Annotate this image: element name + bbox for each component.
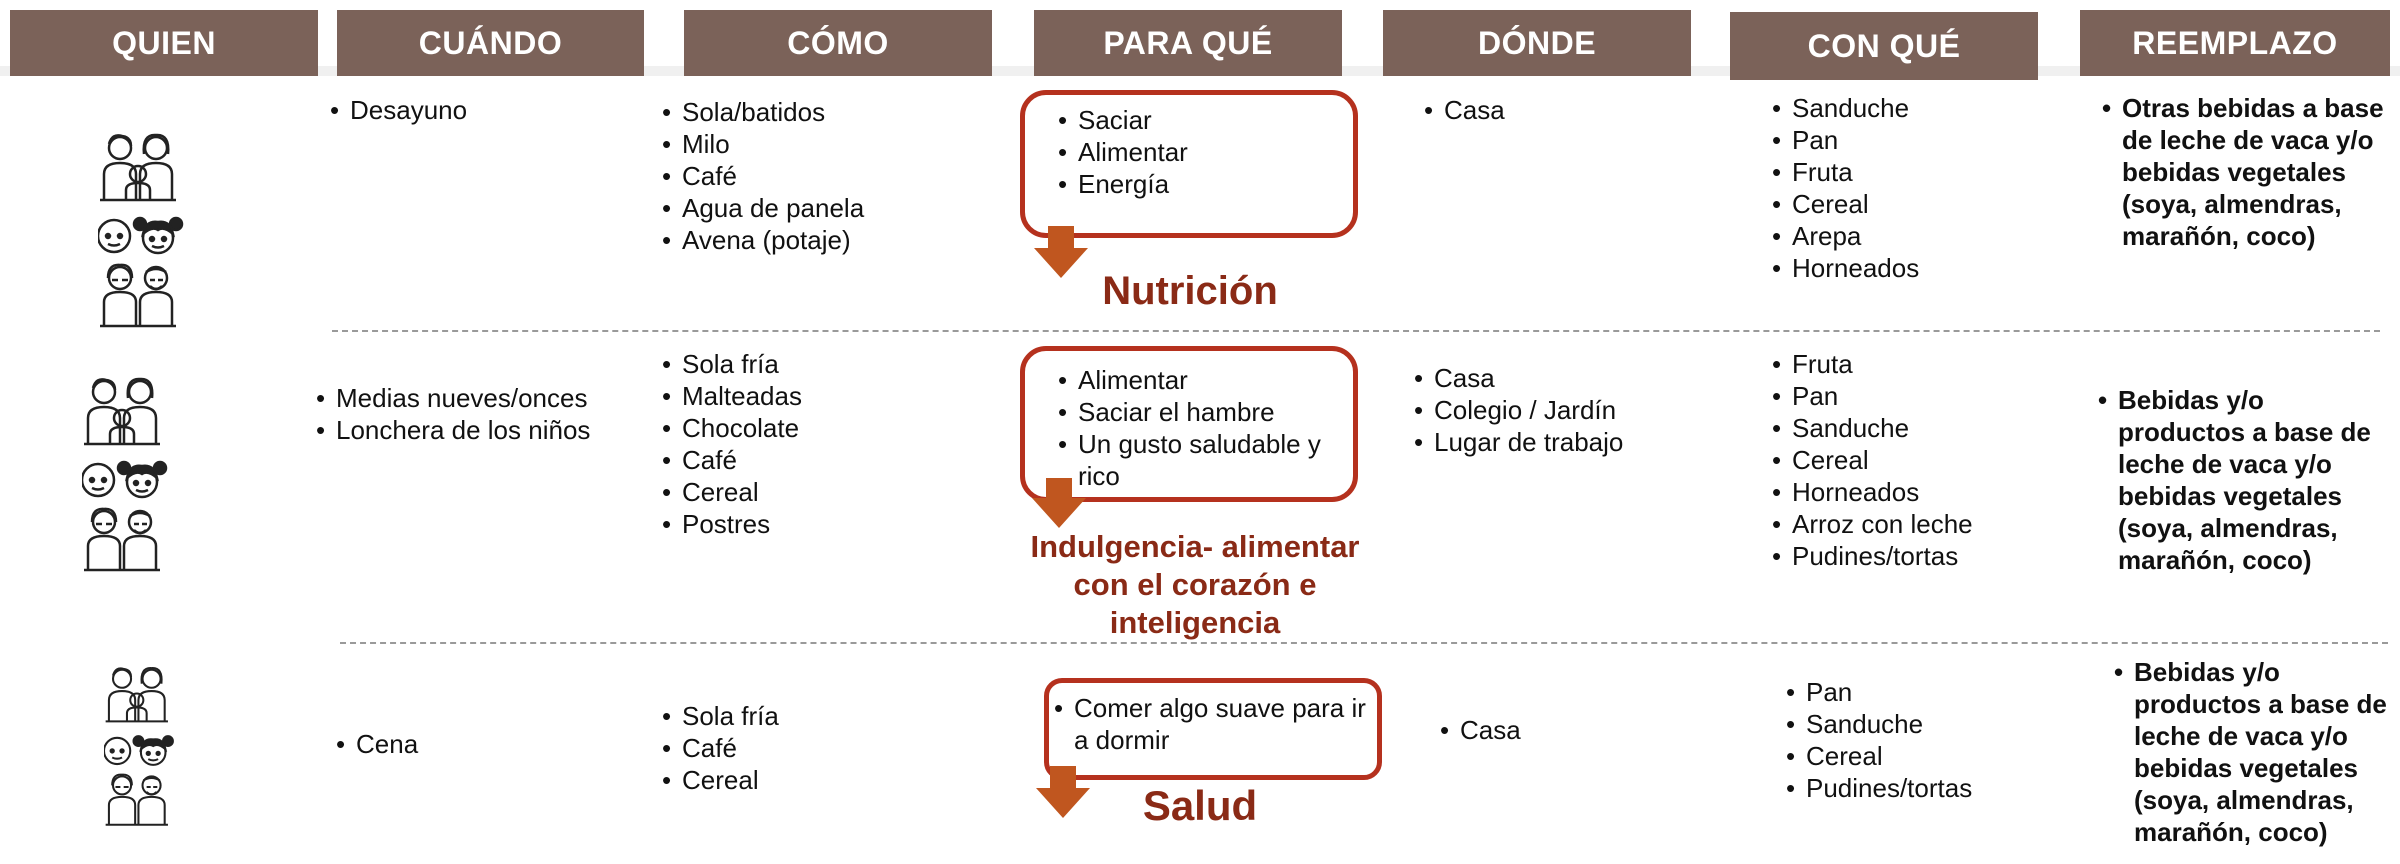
people-illustration — [82, 377, 168, 572]
list-item: Pudines/tortas — [1784, 772, 2084, 804]
list-item: Alimentar — [1056, 364, 1328, 396]
list-item: Desayuno — [328, 94, 628, 126]
list-item: Alimentar — [1056, 136, 1346, 168]
list-item: Cereal — [1770, 188, 2070, 220]
list-item: Agua de panela — [660, 192, 980, 224]
list-item: Arepa — [1770, 220, 2070, 252]
list-item: Avena (potaje) — [660, 224, 980, 256]
list-item: Otras bebidas a base de leche de vaca y/… — [2100, 92, 2390, 252]
list-item: Colegio / Jardín — [1412, 394, 1732, 426]
cuando-list: Cena — [334, 728, 634, 760]
list-item: Cereal — [1770, 444, 2090, 476]
list-item: Cereal — [660, 476, 980, 508]
para-que-list: Alimentar Saciar el hambre Un gusto salu… — [1056, 364, 1328, 492]
list-item: Sola/batidos — [660, 96, 980, 128]
list-item: Saciar — [1056, 104, 1346, 136]
list-item: Bebidas y/o productos a base de leche de… — [2096, 384, 2386, 576]
list-item: Cena — [334, 728, 634, 760]
list-item: Bebidas y/o productos a base de leche de… — [2112, 656, 2392, 848]
para-que-list: Comer algo suave para ir a dormir — [1052, 692, 1378, 756]
list-item: Café — [660, 732, 980, 764]
list-item: Sanduche — [1784, 708, 2084, 740]
list-item: Sola fría — [660, 348, 980, 380]
list-item: Chocolate — [660, 412, 980, 444]
como-list: Sola fría Café Cereal — [660, 700, 980, 796]
con-que-list: Pan Sanduche Cereal Pudines/tortas — [1784, 676, 2084, 804]
list-item: Arroz con leche — [1770, 508, 2090, 540]
list-item: Casa — [1422, 94, 1722, 126]
down-arrow-icon — [1036, 766, 1090, 818]
category-label: Nutrición — [1102, 269, 1278, 313]
down-arrow-icon — [1034, 226, 1088, 278]
people-illustration — [98, 133, 184, 328]
list-item: Lugar de trabajo — [1412, 426, 1732, 458]
cuando-list: Medias nueves/onces Lonchera de los niño… — [314, 382, 634, 446]
con-que-list: Fruta Pan Sanduche Cereal Horneados Arro… — [1770, 348, 2090, 572]
list-item: Casa — [1438, 714, 1738, 746]
list-item: Pan — [1770, 124, 2070, 156]
category-label: Salud — [1142, 782, 1258, 829]
list-item: Casa — [1412, 362, 1732, 394]
cuando-list: Desayuno — [328, 94, 628, 126]
list-item: Comer algo suave para ir a dormir — [1052, 692, 1378, 756]
list-item: Fruta — [1770, 156, 2070, 188]
list-item: Horneados — [1770, 476, 2090, 508]
header-donde: DÓNDE — [1383, 10, 1691, 76]
header-quien: QUIEN — [10, 10, 318, 76]
list-item: Energía — [1056, 168, 1346, 200]
row-divider — [332, 330, 2380, 332]
list-item: Fruta — [1770, 348, 2090, 380]
list-item: Saciar el hambre — [1056, 396, 1328, 428]
header-como: CÓMO — [684, 10, 992, 76]
list-item: Sola fría — [660, 700, 980, 732]
header-cuando: CUÁNDO — [337, 10, 644, 76]
header-con-que: CON QUÉ — [1730, 12, 2038, 80]
list-item: Horneados — [1770, 252, 2070, 284]
down-arrow-icon — [1032, 478, 1086, 528]
list-item: Malteadas — [660, 380, 980, 412]
list-item: Café — [660, 160, 980, 192]
list-item: Un gusto saludable y rico — [1056, 428, 1328, 492]
category-label: Indulgencia- alimentar con el corazón e … — [1030, 529, 1360, 640]
list-item: Cereal — [660, 764, 980, 796]
list-item: Milo — [660, 128, 980, 160]
como-list: Sola fría Malteadas Chocolate Café Cerea… — [660, 348, 980, 540]
donde-list: Casa Colegio / Jardín Lugar de trabajo — [1412, 362, 1732, 458]
list-item: Sanduche — [1770, 412, 2090, 444]
reemplazo-text: Otras bebidas a base de leche de vaca y/… — [2100, 92, 2390, 252]
list-item: Postres — [660, 508, 980, 540]
list-item: Pan — [1784, 676, 2084, 708]
para-que-list: Saciar Alimentar Energía — [1056, 104, 1346, 200]
donde-list: Casa — [1422, 94, 1722, 126]
row-divider — [340, 642, 2388, 644]
list-item: Sanduche — [1770, 92, 2070, 124]
con-que-list: Sanduche Pan Fruta Cereal Arepa Horneado… — [1770, 92, 2070, 284]
list-item: Cereal — [1784, 740, 2084, 772]
header-para-que: PARA QUÉ — [1034, 10, 1342, 76]
list-item: Café — [660, 444, 980, 476]
list-item: Lonchera de los niños — [314, 414, 634, 446]
donde-list: Casa — [1438, 714, 1738, 746]
people-illustration — [104, 667, 174, 826]
reemplazo-text: Bebidas y/o productos a base de leche de… — [2096, 384, 2386, 576]
como-list: Sola/batidos Milo Café Agua de panela Av… — [660, 96, 980, 256]
reemplazo-text: Bebidas y/o productos a base de leche de… — [2112, 656, 2392, 848]
list-item: Pudines/tortas — [1770, 540, 2090, 572]
list-item: Medias nueves/onces — [314, 382, 634, 414]
list-item: Pan — [1770, 380, 2090, 412]
header-reemplazo: REEMPLAZO — [2080, 10, 2390, 76]
